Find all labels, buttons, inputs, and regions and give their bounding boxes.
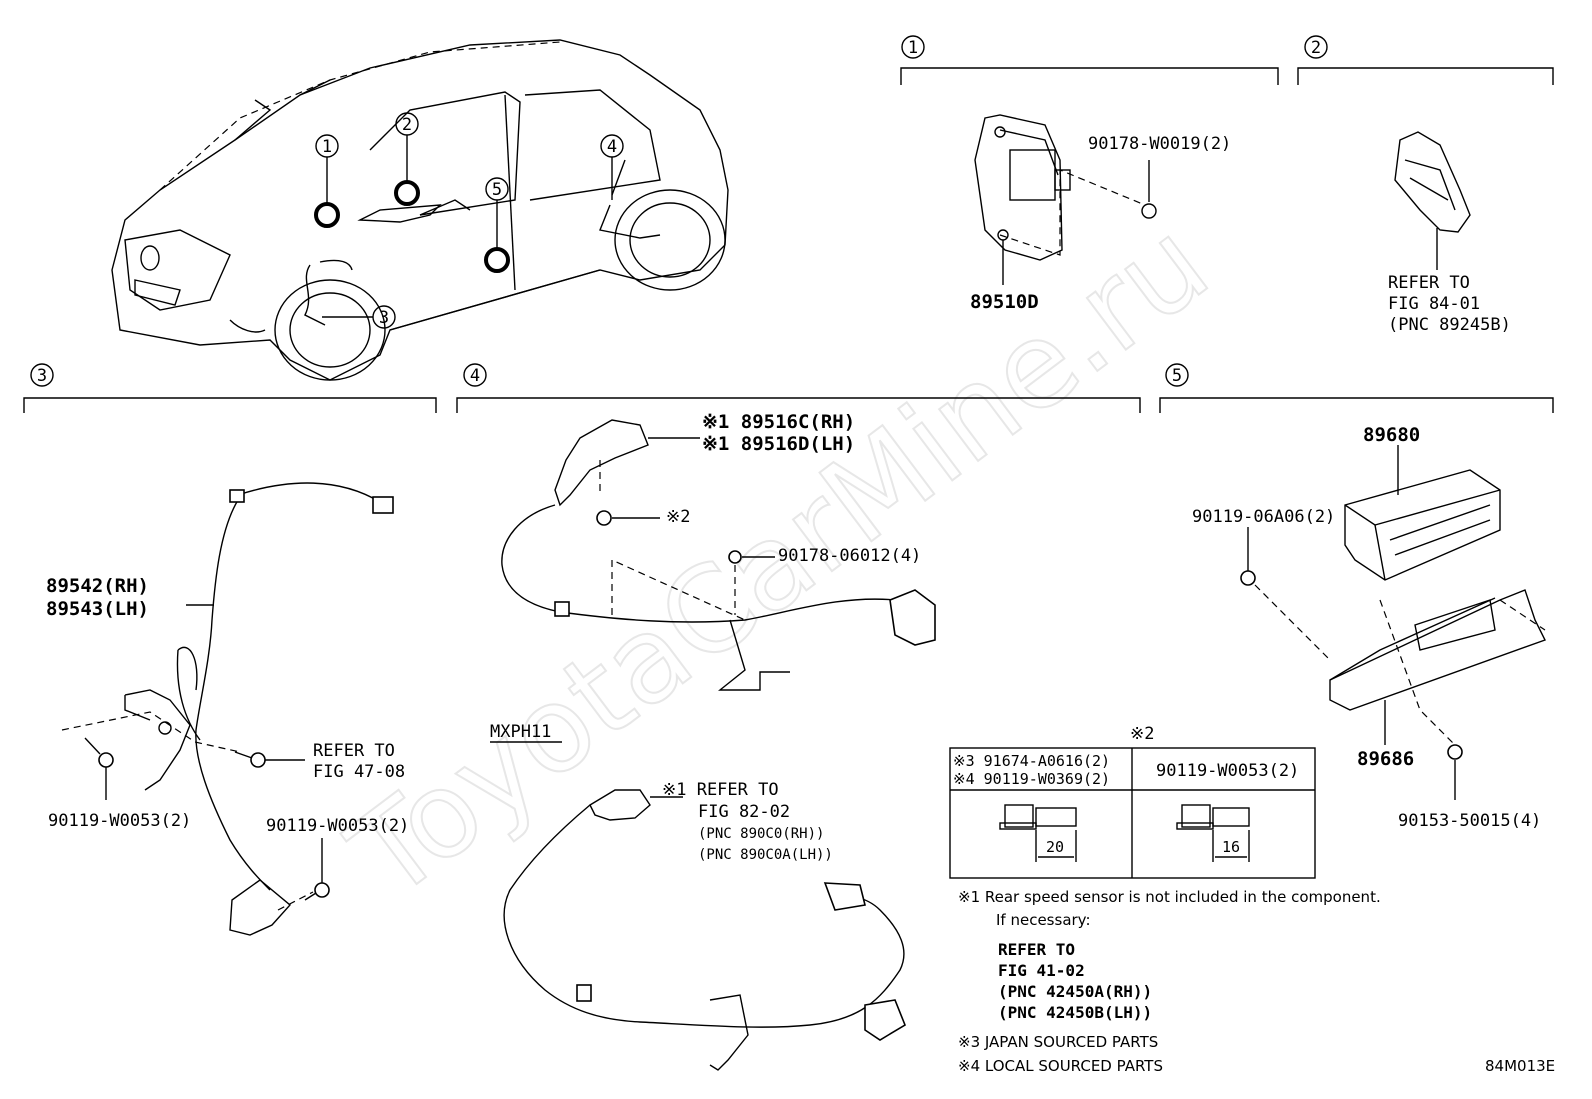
model-code: MXPH11 (490, 722, 551, 742)
section-2-refer-line-2: FIG 84-01 (1388, 294, 1480, 314)
table-left-head-1: ※3 91674-A0616(2) (953, 752, 1110, 770)
section-4-refer-line-2: FIG 82-02 (698, 802, 790, 822)
part-89542-rh: 89542(RH) (46, 575, 149, 597)
section-3-number: 3 (37, 366, 47, 386)
part-90178-06012: 90178-06012(4) (778, 546, 921, 566)
note-3: ※3 JAPAN SOURCED PARTS (958, 1033, 1158, 1051)
part-90153-50015: 90153-50015(4) (1398, 811, 1541, 831)
part-89686: 89686 (1357, 748, 1414, 770)
section-4-refer-line-1: ※1 REFER TO (662, 780, 779, 800)
note-4: ※4 LOCAL SOURCED PARTS (958, 1057, 1163, 1075)
diagram-code: 84M013E (1485, 1057, 1555, 1075)
callout-3: 3 (379, 308, 389, 328)
bolt-drawing-right: 16 (1176, 804, 1250, 862)
note-refer-line-3: (PNC 42450A(RH)) (998, 982, 1152, 1001)
bolt-icon-3c (304, 882, 330, 901)
section-5-number: 5 (1172, 366, 1182, 386)
part-89680: 89680 (1363, 424, 1420, 446)
note-1: ※1 Rear speed sensor is not included in … (958, 888, 1381, 906)
vehicle-location-markers (314, 135, 613, 318)
location-marker-1 (314, 202, 340, 228)
bolt-spec-table: ※2 ※3 91674-A0616(2) ※4 90119-W0369(2) 9… (949, 724, 1316, 879)
part-89516D-lh: ※1 89516D(LH) (702, 433, 855, 455)
section-1-number: 1 (908, 38, 918, 58)
part-90119-W0053-b: 90119-W0053(2) (266, 816, 409, 836)
section-4-number: 4 (470, 366, 480, 386)
callout-4: 4 (607, 137, 617, 157)
table-left-dim: 20 (1046, 838, 1064, 856)
section-2-refer-line-3: (PNC 89245B) (1388, 315, 1511, 335)
section-3-refer-line-2: FIG 47-08 (313, 762, 405, 782)
callout-2: 2 (402, 115, 412, 135)
section-4-refer-line-4: (PNC 890C0A(LH)) (698, 847, 833, 863)
section-3-refer-line-1: REFER TO (313, 741, 395, 761)
section-2: 2 REFER TO FIG 84-01 (PNC 89245B) (1297, 35, 1554, 335)
table-right-dim: 16 (1222, 838, 1240, 856)
bolt-icon-3a (84, 737, 114, 768)
note-1b: If necessary: (996, 911, 1091, 929)
bolt-drawing-left: 20 (999, 804, 1077, 862)
vehicle-illustration (111, 39, 729, 381)
bolt-icon-3b (234, 751, 266, 768)
vehicle-callouts: 1 2 3 4 5 (315, 112, 624, 329)
table-title: ※2 (1130, 724, 1154, 744)
part-90119-06A06: 90119-06A06(2) (1192, 507, 1335, 527)
table-right-head: 90119-W0053(2) (1156, 761, 1299, 781)
location-marker-2 (394, 180, 420, 206)
section-1: 1 90178-W0019(2) 89510D (900, 35, 1279, 313)
note-refer-line-2: FIG 41-02 (998, 961, 1085, 980)
location-marker-5 (484, 247, 510, 273)
part-89510D: 89510D (970, 291, 1039, 313)
section-4-refer-line-3: (PNC 890C0(RH)) (698, 826, 824, 842)
table-left-head-2: ※4 90119-W0369(2) (953, 770, 1110, 788)
note-refer-line-1: REFER TO (998, 940, 1075, 959)
section-5: 5 89680 90119-06A06(2) 89686 90153-50015… (1159, 363, 1554, 831)
section-2-number: 2 (1311, 38, 1321, 58)
notes: ※1 Rear speed sensor is not included in … (958, 888, 1555, 1075)
part-89516C-rh: ※1 89516C(RH) (702, 411, 855, 433)
note-refer-line-4: (PNC 42450B(LH)) (998, 1003, 1152, 1022)
callout-5: 5 (492, 180, 502, 200)
part-90119-W0053-a: 90119-W0053(2) (48, 811, 191, 831)
section-4: 4 ※1 89516C(RH) ※1 89516D(LH) ※2 90178-0… (456, 363, 1141, 1071)
section-4-mark-2: ※2 (666, 507, 690, 527)
callout-1: 1 (322, 137, 332, 157)
part-90178-W0019: 90178-W0019(2) (1088, 134, 1231, 154)
section-3: 3 89542(RH) 895 (23, 363, 437, 936)
section-2-refer-line-1: REFER TO (1388, 273, 1470, 293)
part-89543-lh: 89543(LH) (46, 598, 149, 620)
